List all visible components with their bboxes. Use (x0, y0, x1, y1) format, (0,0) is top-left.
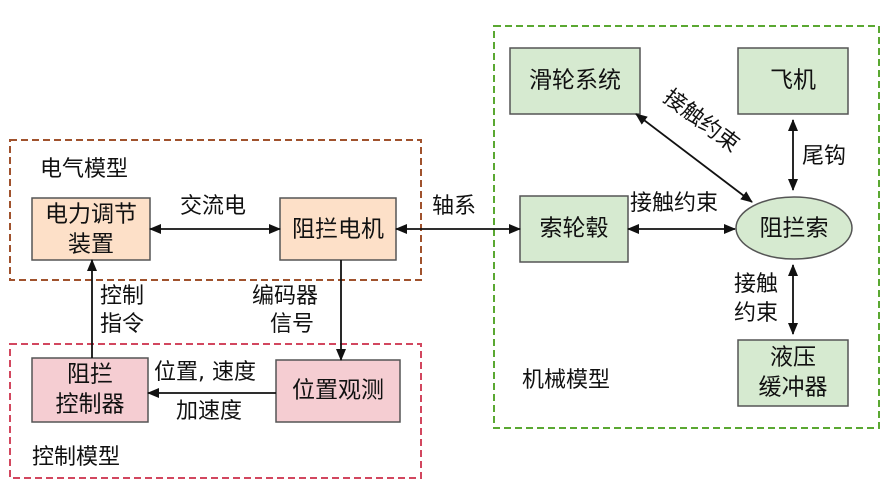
contact-constraint-buffer-label-2: 约束 (734, 301, 778, 326)
control-region-title: 控制模型 (32, 445, 120, 470)
sheave-hub-label: 索轮毂 (540, 216, 609, 242)
tail-hook-label: 尾钩 (802, 144, 846, 169)
arresting-motor-box (279, 197, 397, 261)
pulley-system-box (509, 47, 641, 115)
hydraulic-buffer-label-1: 液压 (770, 345, 816, 371)
arresting-controller-label-1: 阻拦 (67, 362, 113, 388)
arresting-cable-label: 阻拦索 (760, 216, 829, 242)
acceleration-label: 加速度 (176, 399, 242, 424)
mechanical-region-frame (493, 25, 880, 429)
shaft-label: 轴系 (432, 194, 476, 219)
arresting-controller-box (31, 357, 149, 423)
aircraft-label: 飞机 (770, 68, 816, 94)
encoder-label-2: 信号 (270, 312, 314, 337)
hydraulic-buffer-label-2: 缓冲器 (759, 375, 828, 401)
pulley-system-label: 滑轮系统 (529, 68, 621, 94)
ac-power-label: 交流电 (180, 194, 246, 219)
arresting-motor-label: 阻拦电机 (292, 217, 384, 243)
position-speed-label: 位置, 速度 (154, 360, 256, 385)
control-command-label-1: 控制 (100, 284, 144, 309)
power-regulator-label-2: 装置 (68, 232, 114, 258)
arresting-controller-label-2: 控制器 (56, 392, 125, 418)
mechanical-region-title: 机械模型 (522, 368, 610, 393)
position-observer-box (275, 359, 401, 423)
contact-constraint-pulley-label: 接触约束 (658, 85, 743, 158)
position-observer-label: 位置观测 (292, 378, 384, 404)
power-regulator-box (31, 197, 151, 261)
pulley-cable-arrow (635, 113, 753, 203)
contact-constraint-buffer-label-1: 接触 (734, 272, 778, 297)
electrical-region-title: 电气模型 (40, 157, 128, 182)
control-command-label-2: 指令 (100, 312, 144, 337)
arresting-cable-ellipse (735, 196, 853, 260)
control-region-frame (9, 343, 422, 479)
contact-constraint-hub-label: 接触约束 (630, 191, 718, 216)
encoder-label-1: 编码器 (252, 284, 318, 309)
hydraulic-buffer-box (737, 339, 849, 407)
aircraft-box (737, 47, 849, 115)
power-regulator-label-1: 电力调节 (45, 202, 137, 228)
sheave-hub-box (519, 195, 629, 263)
